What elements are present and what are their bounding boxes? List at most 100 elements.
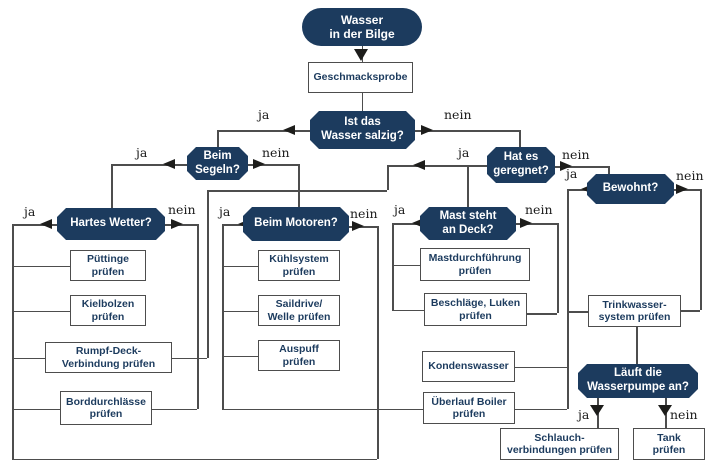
arrowhead-right-icon <box>560 160 572 171</box>
connector-line <box>222 355 258 357</box>
node-trinkwassersystem: Trinkwasser-system prüfen <box>588 295 681 327</box>
node-label-line: Rumpf-Deck- <box>75 345 142 358</box>
arrowhead-left-icon <box>283 124 295 135</box>
node-kondenswasser: Kondenswasser <box>422 351 515 382</box>
node-rumpf-deck-verbindung: Rumpf-Deck-Verbindung prüfen <box>45 342 172 373</box>
connector-line <box>392 309 424 311</box>
node-label-line: Kielbolzen <box>81 298 135 311</box>
connector-line <box>700 189 702 310</box>
connector-line <box>207 190 387 192</box>
connector-line <box>12 357 45 359</box>
edge-label-ja: ja <box>394 202 406 217</box>
node-label-line: Mastdurchführung <box>428 252 522 265</box>
node-label-line: Hat es <box>503 151 539 164</box>
node-label-line: verbindungen prüfen <box>507 444 612 456</box>
connector-line <box>197 224 199 409</box>
connector-line <box>527 313 557 315</box>
edge-label-ja: ja <box>258 107 270 122</box>
node-label-line: Trinkwasser- <box>602 298 667 311</box>
node-label-line: prüfen <box>91 310 125 323</box>
node-label-line: Geschmacksprobe <box>313 71 408 84</box>
node-label-line: Schlauch- <box>534 431 585 444</box>
arrowhead-right-icon <box>352 220 364 231</box>
edge-label-ja: ja <box>578 407 590 422</box>
node-label-line: Wasserpumpe an? <box>587 381 689 393</box>
node-label-line: geregnet? <box>493 165 549 177</box>
node-saildrive-welle: Saildrive/Welle prüfen <box>258 295 340 326</box>
node-label-line: Mast steht <box>439 209 497 222</box>
connector-line <box>222 265 258 267</box>
arrowhead-left-icon <box>163 158 175 169</box>
node-label-line: Auspuff <box>279 343 319 356</box>
connector-line <box>172 357 207 359</box>
edge-label-nein: nein <box>670 407 698 422</box>
connector-line <box>12 265 70 267</box>
connector-line <box>387 165 487 167</box>
decision-bewohnt: Bewohnt? <box>587 174 674 204</box>
connector-line <box>555 166 608 168</box>
connector-line <box>567 189 587 191</box>
node-label-line: Beim Motoren? <box>254 217 338 230</box>
connector-line <box>222 310 258 312</box>
connector-line <box>217 130 219 147</box>
arrowhead-right-icon <box>253 158 265 169</box>
node-label-line: Überlauf Boiler <box>431 395 507 408</box>
connector-line <box>557 223 559 313</box>
arrowhead-right-icon <box>520 217 532 228</box>
node-label-line: Bewohnt? <box>602 182 659 195</box>
connector-line <box>222 224 243 226</box>
node-label-line: Kondenswasser <box>428 360 509 373</box>
edge-label-nein: nein <box>350 206 378 221</box>
node-label-line: Ist das <box>344 116 381 129</box>
node-label-line: in der Bilge <box>329 27 395 41</box>
arrowhead-right-icon <box>171 218 183 229</box>
node-label-line: an Deck? <box>442 223 494 236</box>
connector-line <box>392 223 420 225</box>
decision-beim-motoren: Beim Motoren? <box>243 207 349 241</box>
edge-label-ja: ja <box>136 145 148 160</box>
connector-line <box>217 130 310 132</box>
node-label-line: Beschläge, Luken <box>430 297 521 310</box>
node-label-line: Kühlsystem <box>269 253 329 266</box>
node-label-line: prüfen <box>452 408 486 420</box>
connector-line <box>152 408 197 410</box>
node-label-line: Verbindung prüfen <box>61 357 156 370</box>
arrowhead-down-icon <box>658 405 672 416</box>
node-label-line: Welle prüfen <box>267 310 331 323</box>
connector-line <box>516 223 557 225</box>
connector-line <box>567 189 569 409</box>
connector-line <box>467 165 469 207</box>
node-label-line: prüfen <box>282 265 316 278</box>
node-label-line: Läuft die <box>614 367 662 380</box>
connector-line <box>377 226 379 459</box>
connector-line <box>298 164 300 207</box>
connector-line <box>392 223 394 310</box>
connector-line <box>207 190 209 358</box>
connector-line <box>111 164 187 166</box>
connector-line <box>12 224 57 226</box>
arrowhead-down-icon <box>590 405 604 416</box>
arrowhead-right-icon <box>676 183 688 194</box>
connector-line <box>608 166 610 174</box>
node-label-line: Segeln? <box>195 163 240 176</box>
node-label-line: system prüfen <box>598 311 671 323</box>
node-label-line: Wasser salzig? <box>321 130 404 142</box>
connector-line <box>519 130 521 147</box>
connector-line <box>392 264 420 266</box>
edge-label-nein: nein <box>676 168 704 183</box>
node-label-line: Hartes Wetter? <box>70 217 152 230</box>
connector-line <box>636 327 638 364</box>
connector-line <box>12 408 60 410</box>
